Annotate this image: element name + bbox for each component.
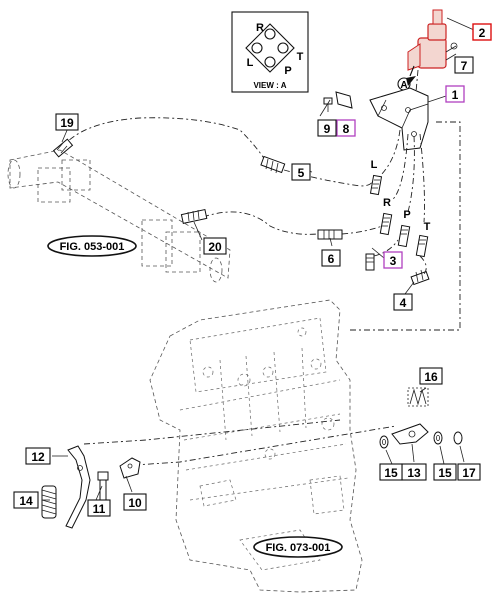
solenoid-valve bbox=[407, 9, 458, 71]
fig-053-label: FIG. 053-001 bbox=[60, 241, 125, 253]
svg-text:4: 4 bbox=[400, 296, 407, 310]
valve-port-face bbox=[245, 23, 295, 73]
svg-text:8: 8 bbox=[343, 122, 350, 136]
hose-fitting bbox=[317, 229, 343, 240]
spring-14 bbox=[41, 485, 57, 519]
arm-13 bbox=[391, 423, 429, 445]
callout-15a: 15 bbox=[379, 463, 403, 481]
port-p-hole bbox=[264, 56, 276, 68]
callout-9: 9 bbox=[317, 119, 337, 137]
lever-12 bbox=[65, 445, 91, 529]
svg-text:10: 10 bbox=[128, 496, 142, 510]
svg-text:16: 16 bbox=[424, 370, 438, 384]
view-port-label: T bbox=[297, 51, 304, 63]
bracket-10 bbox=[119, 457, 141, 479]
svg-text:7: 7 bbox=[461, 59, 468, 73]
bolt-washer bbox=[323, 91, 353, 112]
callout-1: 1 bbox=[445, 85, 465, 103]
svg-text:19: 19 bbox=[60, 116, 74, 130]
view-port-label: R bbox=[256, 22, 264, 34]
svg-text:13: 13 bbox=[407, 466, 421, 480]
svg-text:9: 9 bbox=[324, 122, 331, 136]
callout-4: 4 bbox=[393, 293, 413, 311]
fig-073-label: FIG. 073-001 bbox=[266, 542, 331, 554]
port-fitting-r bbox=[379, 212, 393, 236]
view-arrow-letter: A bbox=[400, 80, 407, 91]
callout-19: 19 bbox=[55, 113, 79, 131]
mounting-bracket bbox=[369, 87, 429, 151]
svg-text:6: 6 bbox=[328, 252, 335, 266]
view-a-caption: VIEW : A bbox=[253, 81, 286, 90]
port-r-hole bbox=[264, 28, 276, 40]
port-label-p: P bbox=[403, 209, 410, 221]
callout-14: 14 bbox=[13, 491, 39, 509]
elbow-fitting bbox=[365, 253, 375, 271]
clip-17 bbox=[453, 431, 463, 445]
callout-10: 10 bbox=[123, 493, 147, 511]
port-label-r: R bbox=[383, 197, 391, 209]
svg-text:15: 15 bbox=[384, 466, 398, 480]
callout-20: 20 bbox=[203, 237, 227, 255]
callout-17: 17 bbox=[457, 463, 481, 481]
hose-fitting bbox=[260, 155, 286, 174]
callout-6: 6 bbox=[321, 249, 341, 267]
port-t-hole bbox=[277, 42, 289, 54]
callout-13: 13 bbox=[401, 463, 427, 481]
fig-073-ref: FIG. 073-001 bbox=[253, 536, 343, 558]
washer-15b bbox=[433, 431, 443, 445]
hose-end-19 bbox=[52, 138, 74, 158]
front-axle-ghost bbox=[7, 149, 231, 283]
svg-text:14: 14 bbox=[19, 494, 33, 508]
port-fitting-t bbox=[415, 234, 429, 258]
view-port-label: L bbox=[247, 57, 254, 69]
hose-end-20 bbox=[180, 208, 208, 224]
view-a-inset: R L P T VIEW : A bbox=[231, 11, 309, 93]
hose-5-path bbox=[59, 117, 271, 169]
port-l-hole bbox=[251, 42, 263, 54]
callout-5: 5 bbox=[291, 163, 311, 181]
svg-text:2: 2 bbox=[479, 26, 486, 40]
callout-3: 3 bbox=[383, 251, 403, 269]
callout-12: 12 bbox=[25, 447, 51, 465]
svg-text:20: 20 bbox=[208, 240, 222, 254]
svg-text:17: 17 bbox=[462, 466, 476, 480]
svg-text:3: 3 bbox=[390, 254, 397, 268]
port-fitting-p bbox=[397, 224, 411, 248]
callout-7: 7 bbox=[454, 56, 474, 74]
svg-text:15: 15 bbox=[438, 466, 452, 480]
tractor-body-ghost bbox=[149, 299, 363, 593]
svg-text:5: 5 bbox=[298, 166, 305, 180]
port-label-l: L bbox=[371, 159, 378, 171]
svg-text:12: 12 bbox=[31, 450, 45, 464]
svg-text:11: 11 bbox=[93, 502, 106, 516]
callout-2: 2 bbox=[472, 23, 492, 41]
view-port-label: P bbox=[284, 65, 291, 77]
washer-15a bbox=[379, 435, 389, 449]
svg-text:1: 1 bbox=[452, 88, 459, 102]
fig-053-ref: FIG. 053-001 bbox=[47, 235, 137, 257]
port-label-t: T bbox=[424, 221, 431, 233]
spring-16 bbox=[407, 387, 429, 407]
callout-11: 11 bbox=[87, 499, 111, 517]
callout-15b: 15 bbox=[433, 463, 457, 481]
callout-16: 16 bbox=[419, 367, 443, 385]
straight-fitting bbox=[410, 269, 430, 286]
port-fitting-l bbox=[369, 174, 383, 196]
view-arrow-a: A bbox=[397, 65, 416, 91]
callout-8: 8 bbox=[336, 119, 356, 137]
